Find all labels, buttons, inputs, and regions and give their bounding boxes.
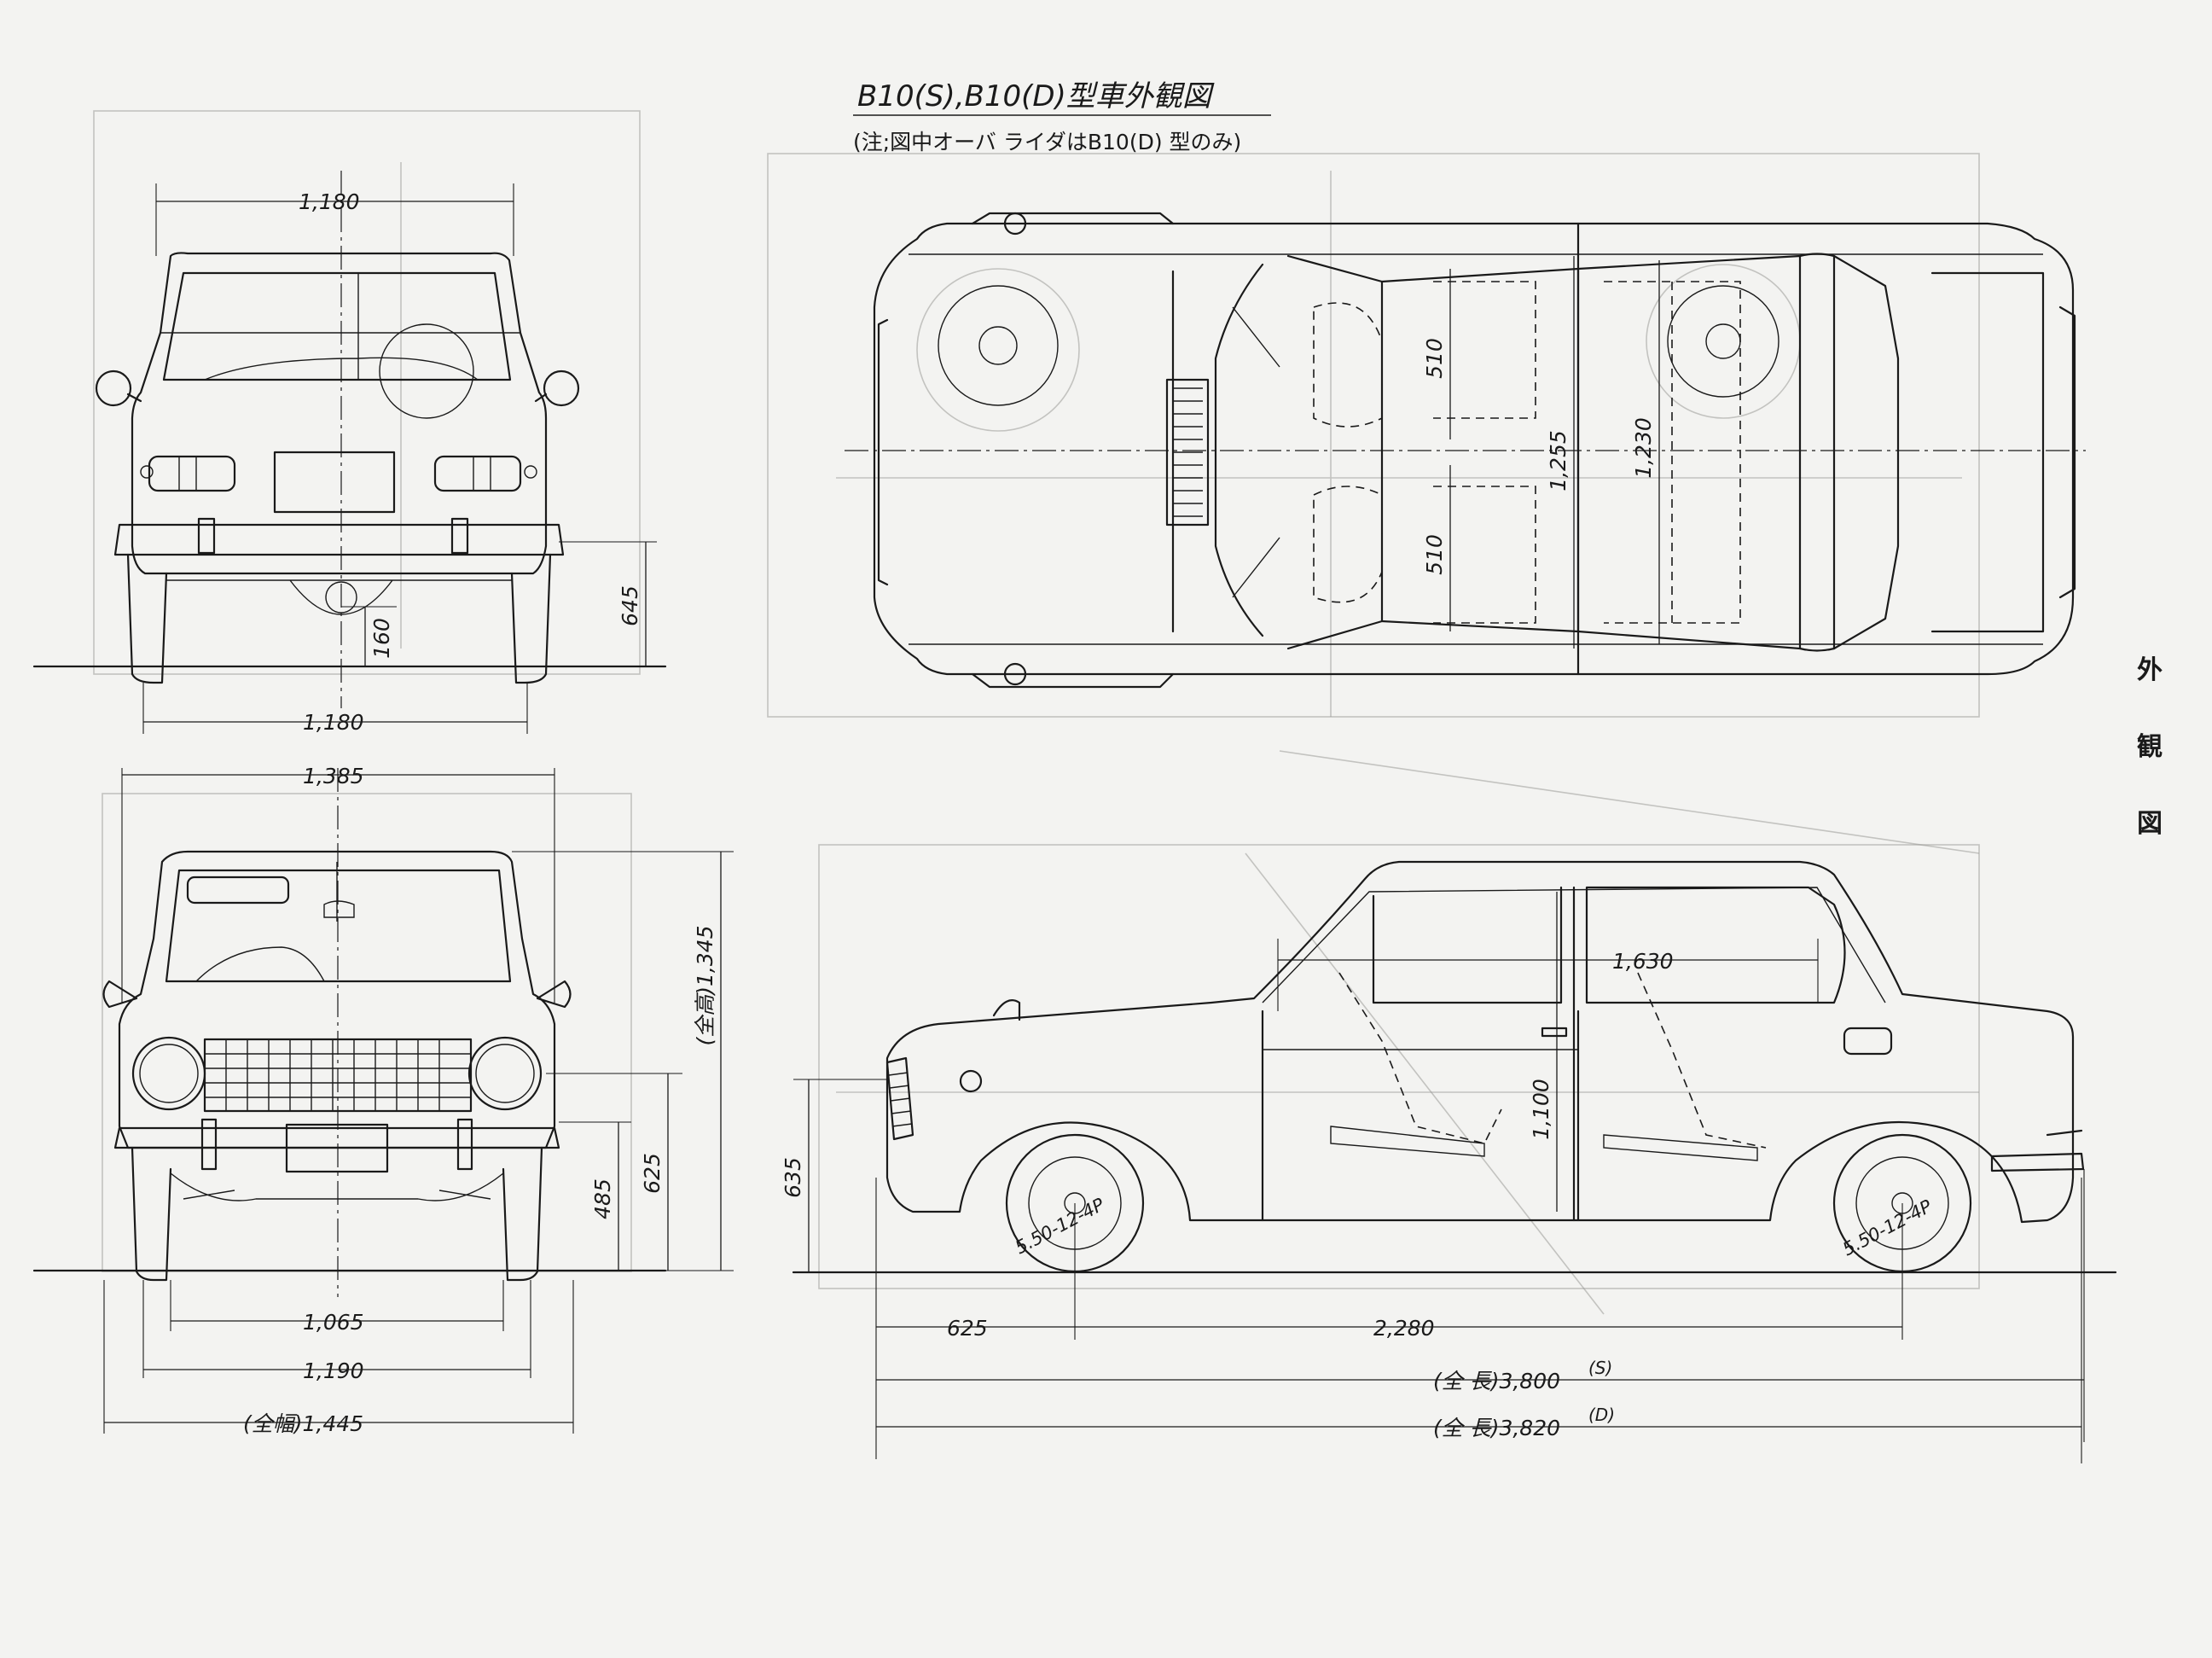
drawing-header: B10(S),B10(D)型車外観図 (注;図中オーバ ライダはB10(D) 型… <box>853 79 1271 154</box>
dim-front-width-top: 1,385 <box>303 764 364 788</box>
dim-front-width-1190: 1,190 <box>303 1358 364 1383</box>
dim-side-length-d-sup: (D) <box>1588 1405 1615 1425</box>
dim-side-length-s-sup: (S) <box>1588 1358 1612 1378</box>
dim-side-cabin-length: 1,630 <box>1612 949 1674 974</box>
side-caption-char-2: 観 <box>2137 732 2163 762</box>
side-caption-char-1: 外 <box>2137 655 2163 685</box>
dim-side-wheelbase: 2,280 <box>1373 1316 1435 1341</box>
dim-front-overall-height: (全高)1,345 <box>693 925 717 1045</box>
drawing-note: (注;図中オーバ ライダはB10(D) 型のみ) <box>853 130 1241 154</box>
dim-rear-bumper-height: 645 <box>618 585 642 626</box>
drawing-title: B10(S),B10(D)型車外観図 <box>857 79 1215 113</box>
side-view: 5.50-12-4P 5.50-12-4P 1,630 1,100 635 62… <box>781 860 2117 1463</box>
dim-front-tread: 1,065 <box>303 1310 364 1335</box>
dim-rear-bottom-width: 1,180 <box>303 710 364 735</box>
tire-label-front: 5.50-12-4P <box>1012 1194 1108 1258</box>
dim-plan-seat-lower: 510 <box>1422 534 1447 575</box>
dim-rear-ground-clearance: 160 <box>369 618 394 659</box>
front-view: 1,385 1,065 1,190 (全幅)1,445 (全高)1,345 62… <box>32 764 734 1436</box>
side-caption-char-3: 図 <box>2137 809 2163 839</box>
tire-label-rear: 5.50-12-4P <box>1839 1196 1936 1259</box>
bleed-through-ghost <box>93 110 1980 1315</box>
dim-front-height-485: 485 <box>590 1178 615 1219</box>
dim-side-bumper-height: 635 <box>781 1157 805 1198</box>
dim-plan-width-1230: 1,230 <box>1631 417 1656 479</box>
dim-front-height-625: 625 <box>640 1153 665 1194</box>
dim-side-front-overhang: 625 <box>947 1316 988 1341</box>
dim-side-cabin-height: 1,100 <box>1529 1079 1553 1140</box>
dim-front-overall-width: (全幅)1,445 <box>243 1411 363 1436</box>
dim-plan-seat-upper: 510 <box>1422 338 1447 379</box>
side-caption: 外 観 図 <box>2137 655 2163 839</box>
dim-side-length-d: (全 長)3,820 <box>1433 1416 1560 1440</box>
dim-plan-width-1255: 1,255 <box>1546 430 1570 492</box>
dim-side-length-s: (全 長)3,800 <box>1433 1369 1560 1393</box>
plan-view: 510 510 1,255 1,230 <box>845 212 2086 689</box>
dim-rear-top-width: 1,180 <box>299 189 360 214</box>
rear-view: 1,180 1,180 645 160 <box>32 171 667 735</box>
